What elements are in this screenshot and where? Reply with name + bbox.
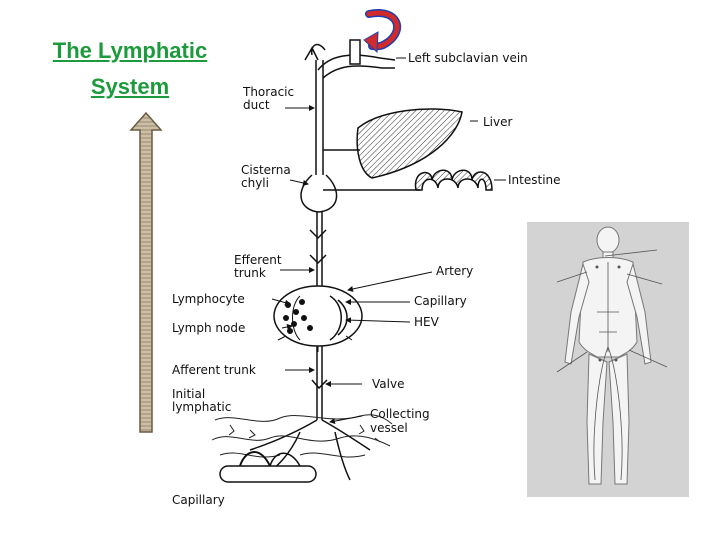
label-liver: Liver <box>483 115 513 129</box>
label-efferent: Efferent <box>234 253 282 267</box>
label-intestine: Intestine <box>508 173 561 187</box>
label-initial: Initial <box>172 387 205 401</box>
return-arrow-icon <box>363 9 402 54</box>
label-cisterna: Cisterna <box>241 163 291 177</box>
human-figure-icon <box>527 222 689 497</box>
label-chyli: chyli <box>241 176 269 190</box>
label-trunk: trunk <box>234 266 266 280</box>
label-capillary-bottom: Capillary <box>172 493 225 507</box>
up-arrow-icon <box>129 111 163 433</box>
slide-title: The Lymphatic System <box>20 33 240 105</box>
liver-shape <box>356 108 463 179</box>
thoracic-duct-vessel <box>249 39 420 481</box>
intestine-shape <box>414 169 493 191</box>
label-lymphocyte: Lymphocyte <box>172 292 245 306</box>
label-afferent-trunk: Afferent trunk <box>172 363 256 377</box>
label-valve: Valve <box>372 377 404 391</box>
label-hev: HEV <box>414 315 440 329</box>
lymph-node-shape <box>273 285 363 352</box>
body-lymphatic-image <box>527 222 689 497</box>
blood-capillary-shape <box>219 451 317 483</box>
label-duct: duct <box>243 98 270 112</box>
title-line-2: System <box>90 74 170 99</box>
title-line-1: The Lymphatic <box>52 38 208 63</box>
tissue-network <box>211 414 393 458</box>
label-thoracic: Thoracic <box>242 85 294 99</box>
label-vessel: vessel <box>370 421 408 435</box>
leader-lines <box>271 57 506 425</box>
label-lymphatic: lymphatic <box>172 400 231 414</box>
label-lymph-node: Lymph node <box>172 321 245 335</box>
label-capillary: Capillary <box>414 294 467 308</box>
label-artery: Artery <box>436 264 473 278</box>
label-left-subclavian-vein: Left subclavian vein <box>408 51 528 65</box>
label-collecting: Collecting <box>370 407 430 421</box>
